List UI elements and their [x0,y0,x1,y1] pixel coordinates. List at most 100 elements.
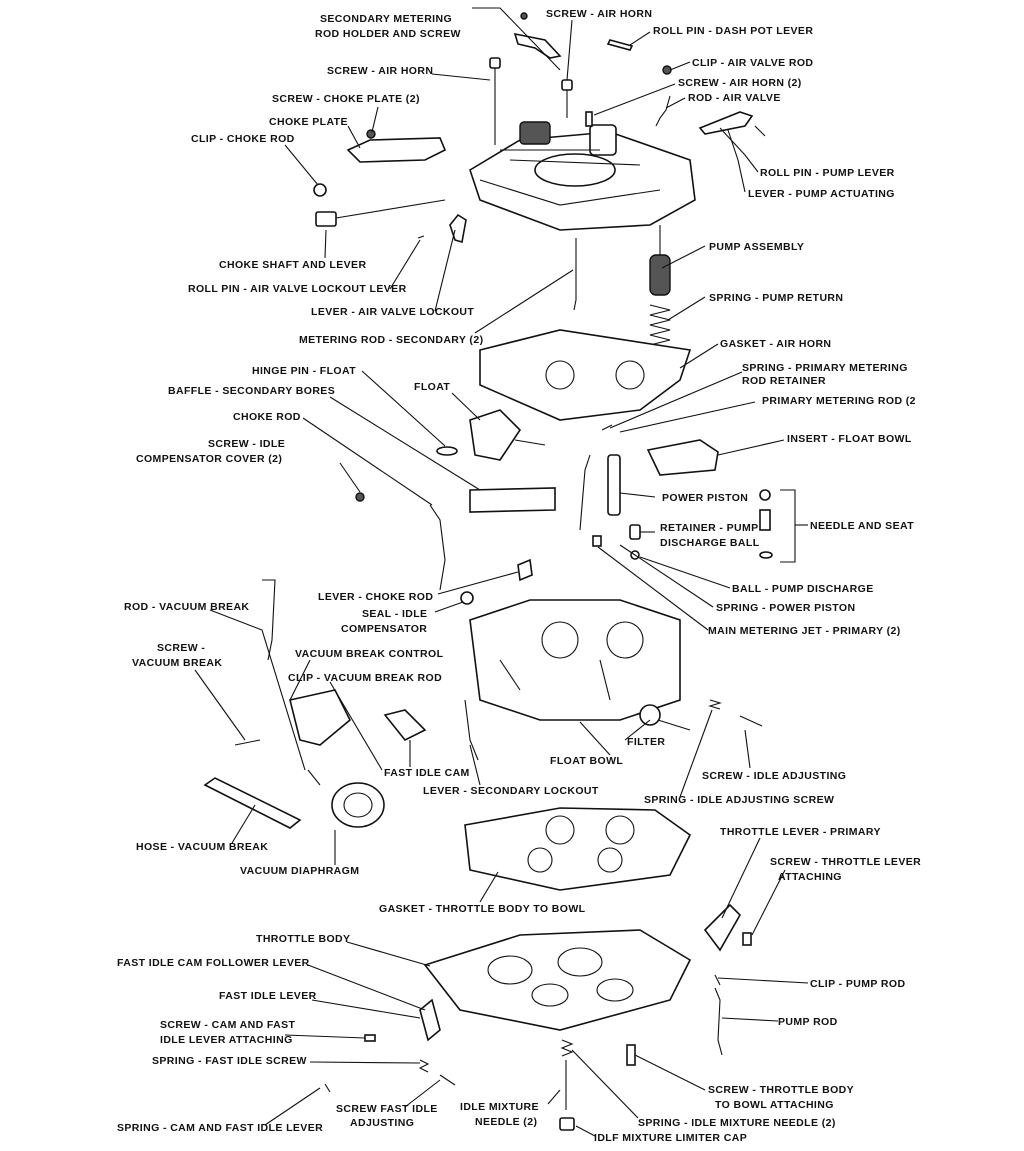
baffle-part [469,487,556,513]
label-screw-air-horn-left: SCREW - AIR HORN [327,65,433,77]
pump-assembly-part [649,225,671,296]
screw-choke-plate-part [366,129,376,139]
label-clip-pump-rod: CLIP - PUMP ROD [810,978,905,990]
label-insert-float-bowl: INSERT - FLOAT BOWL [787,433,912,445]
label-filter: FILTER [627,736,665,748]
label-roll-pin-pump-lever: ROLL PIN - PUMP LEVER [760,167,895,179]
fast-idle-lever-part [419,998,441,1042]
label-spring-primary-retainer-2: ROD RETAINER [742,375,826,387]
label-throttle-body: THROTTLE BODY [256,933,350,945]
label-gasket-air-horn: GASKET - AIR HORN [720,338,831,350]
power-piston-part [607,454,621,516]
label-screw-idle-comp: SCREW - IDLE [208,438,285,450]
label-screw-fast-idle-adj-2: ADJUSTING [350,1117,414,1129]
screw-air-horn-long [489,57,501,145]
label-screw-throttle-body: SCREW - THROTTLE BODY [708,1084,854,1096]
screw-fast-idle-adjusting-part [439,1074,456,1086]
label-seal-idle-comp-2: COMPENSATOR [341,623,427,635]
label-screw-vacuum-break: SCREW - [157,642,205,654]
label-screw-cam-fast: SCREW - CAM AND FAST [160,1019,296,1031]
label-primary-metering-rod: PRIMARY METERING ROD (2 [762,395,916,407]
screw-small-icon [520,12,528,20]
pump-rod-part [714,987,723,1056]
hose-vacuum-break-part [203,777,302,829]
label-lever-air-valve-lockout: LEVER - AIR VALVE LOCKOUT [311,306,474,318]
screw-throttle-lever-part [742,932,752,946]
label-idle-mixture-limiter: IDLF MIXTURE LIMITER CAP [594,1132,747,1144]
label-needle-and-seat: NEEDLE AND SEAT [810,520,914,532]
label-screw-idle-comp-2: COMPENSATOR COVER (2) [136,453,282,465]
label-fast-idle-cam: FAST IDLE CAM [384,767,470,779]
callout-labels: SECONDARY METERING ROD HOLDER AND SCREW … [117,8,921,1144]
label-main-metering-jet: MAIN METERING JET - PRIMARY (2) [708,625,901,637]
label-screw-throttle-lever-2: ATTACHING [778,871,842,883]
label-spring-cam-fast: SPRING - CAM AND FAST IDLE LEVER [117,1122,323,1134]
label-retainer-pump: RETAINER - PUMP [660,522,759,534]
label-fast-idle-lever: FAST IDLE LEVER [219,990,317,1002]
label-idle-mixture-needle-2: NEEDLE (2) [475,1116,537,1128]
label-screw-cam-fast-2: IDLE LEVER ATTACHING [160,1034,293,1046]
choke-plate-part [346,137,447,163]
label-roll-pin-air-valve-lockout: ROLL PIN - AIR VALVE LOCKOUT LEVER [188,283,407,295]
clip-air-valve-part [662,65,672,75]
label-vacuum-diaphragm: VACUUM DIAPHRAGM [240,865,359,877]
primary-metering-rod-part [579,454,591,531]
insert-float-bowl-part [646,439,719,476]
seal-idle-comp-part [460,591,474,605]
label-rod-vacuum-break: ROD - VACUUM BREAK [124,601,249,613]
label-choke-shaft-lever: CHOKE SHAFT AND LEVER [219,259,366,271]
label-pump-assembly: PUMP ASSEMBLY [709,241,804,253]
spring-idle-adjusting-part [708,699,722,710]
label-power-piston: POWER PISTON [662,492,748,504]
label-choke-rod: CHOKE ROD [233,411,301,423]
screw-idle-adjusting-part [739,715,763,727]
label-throttle-lever-primary: THROTTLE LEVER - PRIMARY [720,826,881,838]
label-screw-air-horn-top: SCREW - AIR HORN [546,8,652,20]
label-idle-mixture-needle: IDLE MIXTURE [460,1101,539,1113]
float-bowl-part [469,599,691,731]
label-screw-throttle-body-2: TO BOWL ATTACHING [715,1099,834,1111]
screw-air-horn-top [561,79,573,118]
float-part [469,409,522,461]
label-choke-plate: CHOKE PLATE [269,116,348,128]
main-metering-jet-part [592,535,602,547]
label-spring-idle-adjusting: SPRING - IDLE ADJUSTING SCREW [644,794,834,806]
label-hinge-pin-float: HINGE PIN - FLOAT [252,365,356,377]
lever-pump-actuating-part [698,111,754,135]
label-lever-pump-actuating: LEVER - PUMP ACTUATING [748,188,895,200]
label-screw-throttle-lever: SCREW - THROTTLE LEVER [770,856,921,868]
lever-choke-rod-part [517,558,533,582]
label-screw-choke-plate: SCREW - CHOKE PLATE (2) [272,93,420,105]
choke-rod-part [429,504,446,591]
clip-vacuum-break-rod-part [307,769,321,786]
label-screw-fast-idle-adj: SCREW FAST IDLE [336,1103,438,1115]
label-float: FLOAT [414,381,450,393]
label-screw-air-horn-2: SCREW - AIR HORN (2) [678,77,802,89]
vacuum-diaphragm-part [331,782,385,828]
idle-mixture-limiter-part [559,1117,575,1131]
label-fast-idle-cam-follower: FAST IDLE CAM FOLLOWER LEVER [117,957,310,969]
label-lever-choke-rod: LEVER - CHOKE ROD [318,591,433,603]
spring-primary-retainer-part [601,424,613,431]
label-spring-fast-idle-screw: SPRING - FAST IDLE SCREW [152,1055,307,1067]
label-hose-vacuum-break: HOSE - VACUUM BREAK [136,841,268,853]
metering-rod-secondary-part [573,238,577,311]
label-spring-idle-mixture: SPRING - IDLE MIXTURE NEEDLE (2) [638,1117,836,1129]
roll-pin-pump-lever-part [754,125,766,137]
parts-artwork [203,12,773,1131]
label-ball-pump-discharge: BALL - PUMP DISCHARGE [732,583,874,595]
label-metering-rod-secondary: METERING ROD - SECONDARY (2) [299,334,483,346]
label-spring-power-piston: SPRING - POWER PISTON [716,602,855,614]
air-horn-part [469,121,696,231]
spring-cam-fast-part [324,1083,331,1093]
label-screw-vacuum-break-2: VACUUM BREAK [132,657,222,669]
screw-throttle-body-part [626,1044,636,1066]
label-pump-rod: PUMP ROD [778,1016,838,1028]
retainer-pump-part [629,524,641,540]
throttle-lever-primary-part [703,903,741,952]
label-vacuum-break-control: VACUUM BREAK CONTROL [295,648,444,660]
screw-vacuum-break-part [234,739,261,746]
clip-choke-rod-part [313,183,327,197]
label-seal-idle-comp: SEAL - IDLE [362,608,427,620]
